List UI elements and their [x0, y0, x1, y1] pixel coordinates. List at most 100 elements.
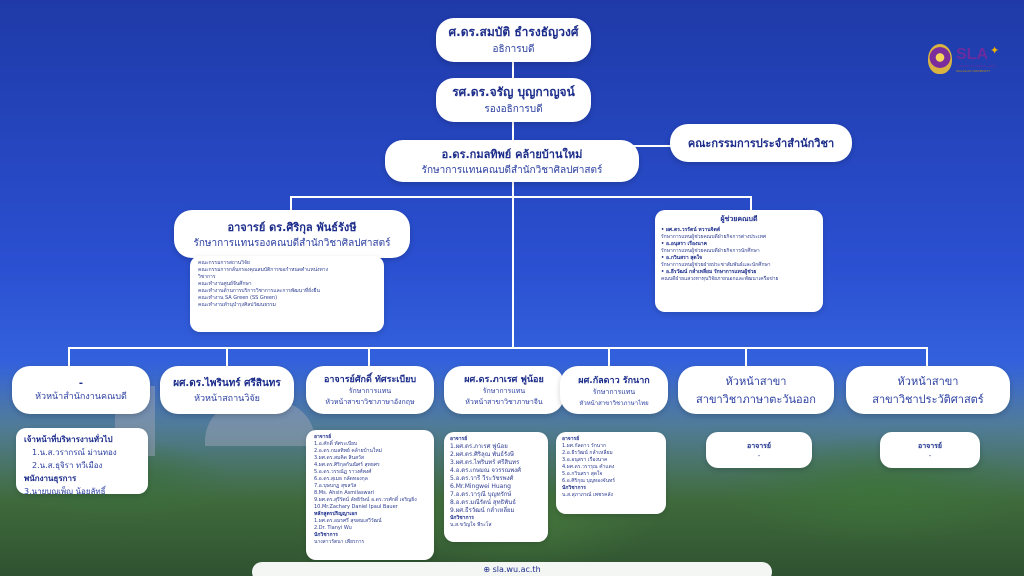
deputy-dean-name: อาจารย์ ดร.ศิริกุล พันธ์รังษี: [227, 220, 357, 234]
connector-line: [750, 196, 752, 216]
list-item: คณะทำงานด้านการบริการวิชาการและการพัฒนาท…: [198, 288, 320, 294]
history-staff-label: อาจารย์: [917, 441, 943, 450]
english-head-role1: รักษาการแทน: [348, 387, 392, 395]
globe-icon: ⊕: [483, 565, 491, 574]
chinese-head-box: ผศ.ดร.ภาเรศ ฟูน้อย รักษาการแทน หัวหน้าสา…: [444, 366, 564, 414]
eastern-staff-name: -: [757, 451, 761, 460]
assistant-dean-name: อ.ธีรวัฒน์ กล่ำเหลี่ยม รักษาการแทนผู้ช่ว…: [661, 269, 817, 276]
list-item: 2.Dr. Tianyi Wu: [314, 525, 352, 531]
deputy-dean-box: อาจารย์ ดร.ศิริกุล พันธ์รังษี รักษาการแท…: [174, 210, 410, 258]
research-head-name: ผศ.ดร.ไพรินทร์ ศรีสินทร: [173, 377, 281, 389]
list-item: 7.อ.บุษบกฏ สุขสวัส: [314, 483, 357, 489]
list-item: 3.ผศ.ดร.สมคิด สินสวัส: [314, 455, 364, 461]
list-item: 6.Mr.Mingwei Huang: [450, 483, 511, 490]
connector-line: [226, 347, 228, 367]
list-item: 5.อ.ดร.วรรณัฏ ราวงศ์พงศ์: [314, 469, 372, 475]
assistant-deans-title: ผู้ช่วยคณบดี: [720, 215, 758, 223]
staff-name: 3.นายบุญเพ็ญ น้อยลัทธิ์: [24, 487, 106, 494]
logo-star-icon: ✦: [990, 44, 1000, 57]
history-head-role1: หัวหน้าสาขา: [897, 375, 959, 388]
dean-box: อ.ดร.กมลทิพย์ คล้ายบ้านใหม่ รักษาการแทนค…: [385, 140, 639, 182]
list-item: 5.อ.ดร.วารี วีระวัชรพงศ์: [450, 475, 514, 482]
list-item: 9.ผศ.ดร.สุรีรัตน์ ลัทธิรัษน์ อ.ดร.วรศักด…: [314, 497, 417, 503]
connector-line: [745, 347, 747, 367]
chinese-staff-panel: อาจารย์ 1.ผศ.ดร.ภาเรศ ฟูน้อย 2.ผศ.ดร.ศิร…: [444, 432, 548, 542]
english-head-role2: หัวหน้าสาขาวิชาภาษาอังกฤษ: [325, 398, 415, 406]
list-item: คณะทำงาน SA Green (SS Green): [198, 295, 278, 301]
list-item: น.ส.สุภาภรณ์ เพชรคลัง: [562, 492, 613, 498]
list-item: วิชาการ: [198, 274, 216, 280]
list-item: 3.ผศ.ดร.ไพรินทร์ ศรีสินทร: [450, 459, 520, 466]
president-box: ศ.ดร.สมบัติ ธำรงธัญวงศ์ อธิการบดี: [436, 18, 591, 62]
chinese-staff-label2: นักวิชาการ: [450, 515, 474, 521]
list-item: 7.อ.ดร.วารุณี บุญทรักษ์: [450, 491, 512, 498]
chinese-head-role2: หัวหน้าสาขาวิชาภาษาจีน: [465, 398, 543, 406]
office-head-role: หัวหน้าสำนักงานคณบดี: [35, 391, 127, 402]
assistant-dean-name: อ.อนุสรา เรืองนาค: [661, 241, 817, 248]
deputy-dean-role: รักษาการแทนรองคณบดีสำนักวิชาศิลปศาสตร์: [193, 237, 391, 249]
history-staff-name: -: [928, 451, 932, 460]
connector-line: [290, 196, 292, 216]
list-item: คณะทำงานทำนุบำรุงศิลปวัฒนธรรม: [198, 302, 276, 308]
english-staff-label: อาจารย์: [314, 434, 332, 440]
list-item: คณะทำงานศูนย์จีนศึกษา: [198, 281, 252, 287]
chinese-head-role1: รักษาการแทน: [482, 387, 526, 395]
office-staff-panel: เจ้าหน้าที่บริหารงานทั่วไป 1.น.ส.วรากรณ์…: [16, 428, 148, 494]
list-item: 1.ผศ.ดร.อมรศรี สุขสมเสวีวัฒน์: [314, 518, 382, 524]
list-item: 2.อ.ธีรวัฒน์ กล่ำเหลี่ยม: [562, 450, 613, 456]
english-staff-panel: อาจารย์ 1.อ.ศักดิ์ ทัศระเบียบ 2.อ.ดร.กมล…: [306, 430, 434, 560]
list-item: 6.อ.ศิริกุณ บุญทองจันทร์: [562, 478, 615, 484]
list-item: 1.ผศ.กัลดาว รักนาก: [562, 443, 606, 449]
connector-line: [608, 347, 610, 367]
english-staff-label3: นักวิชาการ: [314, 532, 338, 538]
assistant-dean-role: รักษาการแทนผู้ช่วยคณบดีฝ่ายกิจการนักศึกษ…: [661, 248, 760, 254]
office-head-name: -: [78, 377, 84, 389]
staff-name: 2.น.ส.ธุจิรา ทวีเมือง: [32, 461, 103, 470]
thai-staff-panel: อาจารย์ 1.ผศ.กัลดาว รักนาก 2.อ.ธีรวัฒน์ …: [556, 432, 666, 514]
list-item: 2.ผศ.ดร.ศิริลุณ พันธ์รังษี: [450, 451, 514, 458]
research-head-role: หัวหน้าสถานวิจัย: [194, 393, 260, 404]
connector-line: [926, 347, 928, 367]
history-staff-panel: อาจารย์ -: [880, 432, 980, 468]
logo-subtitle: SCHOOL OF LIBERAL ARTS: [956, 64, 996, 68]
list-item: 6.อ.ดร.สุเมธ กลัดทองกุล: [314, 476, 368, 482]
office-head-box: - หัวหน้าสำนักงานคณบดี: [12, 366, 150, 414]
list-item: นางสาวรัตนา เพียรการ: [314, 539, 365, 545]
eastern-head-box: หัวหน้าสาขา สาขาวิชาภาษาตะวันออก: [678, 366, 834, 414]
dean-role: รักษาการแทนคณบดีสำนักวิชาศิลปศาสตร์: [421, 164, 603, 176]
assistant-dean-role: รักษาการแทนผู้ช่วยฝ่ายประชาสัมพันธ์และนั…: [661, 262, 771, 268]
logo-text: SLA: [956, 46, 988, 63]
logo-subtitle: WALAILAK UNIVERSITY: [956, 69, 991, 73]
crest-icon: [928, 44, 952, 74]
english-staff-label2: หลักสูตรปริญญาเอก: [314, 511, 358, 517]
list-item: 4.ผศ.ดร.ศิริกุลกันณิศร์ สุทธศร: [314, 462, 380, 468]
connector-line: [68, 347, 928, 349]
english-head-name: อาจารย์ศักดิ์ ทัศระเบียบ: [323, 375, 417, 385]
vice-president-name: รศ.ดร.จรัญ บุญกาญจน์: [452, 85, 575, 99]
thai-head-box: ผศ.กัลดาว รักนาก รักษาการแทน หัวหน้าสาขา…: [560, 366, 668, 414]
assistant-dean-name: ผศ.ดร.วรรัตน์ หวานจิตต์: [661, 227, 817, 234]
sla-logo: SLA ✦ SCHOOL OF LIBERAL ARTS WALAILAK UN…: [924, 42, 1020, 82]
assistant-dean-role: คณบดีฝ่ายแสวงหาทุนวิจัยภายนอกและพัฒนาเคร…: [661, 276, 779, 282]
list-item: 4.อ.ดร.เกษมณ จวรรณพงศ์: [450, 467, 521, 474]
footer: ⊕ sla.wu.ac.th: [0, 565, 1024, 574]
office-staff-title: เจ้าหน้าที่บริหารงานทั่วไป: [24, 435, 113, 444]
committee-box: คณะกรรมการประจำสำนักวิชา: [670, 124, 852, 162]
list-item: 4.ผศ.ดร.วรารุณ คำแดง: [562, 464, 615, 470]
office-staff-title2: พนักงานธุรการ: [24, 474, 77, 483]
footer-url[interactable]: sla.wu.ac.th: [492, 565, 541, 574]
connector-line: [290, 196, 750, 198]
history-head-role2: สาขาวิชาประวัติศาสตร์: [872, 393, 984, 406]
chinese-head-name: ผศ.ดร.ภาเรศ ฟูน้อย: [464, 375, 544, 385]
eastern-staff-label: อาจารย์: [746, 441, 772, 450]
president-name: ศ.ดร.สมบัติ ธำรงธัญวงศ์: [448, 25, 579, 39]
assistant-dean-role: รักษาการแทนผู้ช่วยคณบดีฝ่ายกิจการต่างประ…: [661, 234, 767, 240]
footer-bar: [252, 562, 772, 576]
thai-head-role1: รักษาการแทน: [592, 387, 636, 396]
connector-line: [68, 347, 70, 367]
president-role: อธิการบดี: [492, 44, 535, 55]
list-item: 9.ผศ.ธีรวัฒน์ กล่ำเหลี่ยม: [450, 507, 515, 514]
thai-staff-label: อาจารย์: [562, 436, 580, 442]
research-head-box: ผศ.ดร.ไพรินทร์ ศรีสินทร หัวหน้าสถานวิจัย: [160, 366, 294, 414]
list-item: 2.อ.ดร.กมลทิพย์ คล้ายบ้านใหม่: [314, 448, 382, 454]
